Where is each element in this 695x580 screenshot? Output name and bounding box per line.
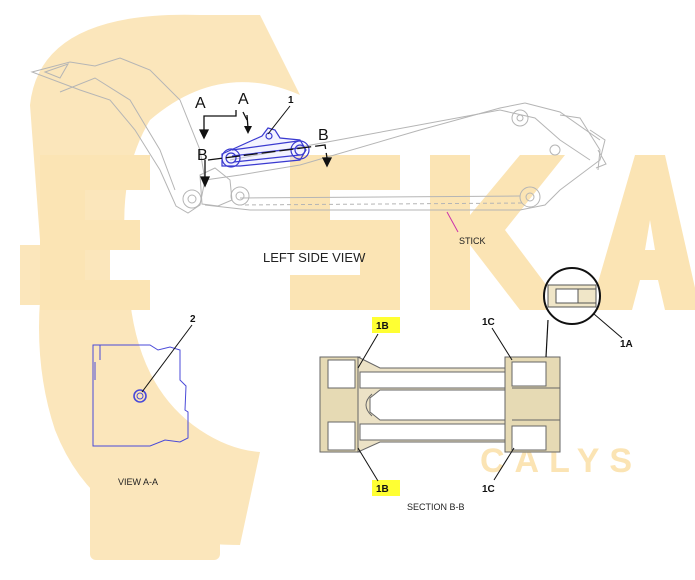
stick-leader [446,211,459,233]
cut-label-b-right: B [318,127,329,144]
callout-1c-top: 1C [482,317,495,328]
callout-1b-top-leader [357,333,379,369]
callout-1c-bottom-leader [493,447,515,481]
callout-2: 2 [190,314,196,325]
section-bb-title: SECTION B-B [407,502,465,512]
highlight-1b-bottom [372,480,400,496]
section-cut-lines [198,110,333,188]
callout-1b-bottom-leader [357,447,379,482]
cut-label-b-left: B [197,147,208,164]
cut-label-a-left: A [195,95,206,112]
section-bb-drawing [319,356,561,453]
callout-1c-top-leader [491,327,513,361]
side-view-title: LEFT SIDE VIEW [263,250,366,265]
callout-1: 1 [288,95,294,106]
callout-1a: 1A [620,339,633,350]
view-aa-drawing [92,344,189,447]
watermark-sub: CALYS [480,442,642,480]
callout-1c-bottom: 1C [482,484,495,495]
callout-1b-top: 1B [376,321,389,332]
detail-circle [543,267,623,358]
view-aa-title: VIEW A-A [118,477,158,487]
callout-1-leader [267,105,291,135]
stick-label: STICK [459,236,486,246]
callout-1b-bottom: 1B [376,484,389,495]
callout-2-leader [141,324,193,393]
stick-outline [30,57,607,214]
highlight-1b-top [372,317,400,333]
link-assembly-part-1 [221,127,310,168]
cut-label-a-right: A [238,91,249,108]
